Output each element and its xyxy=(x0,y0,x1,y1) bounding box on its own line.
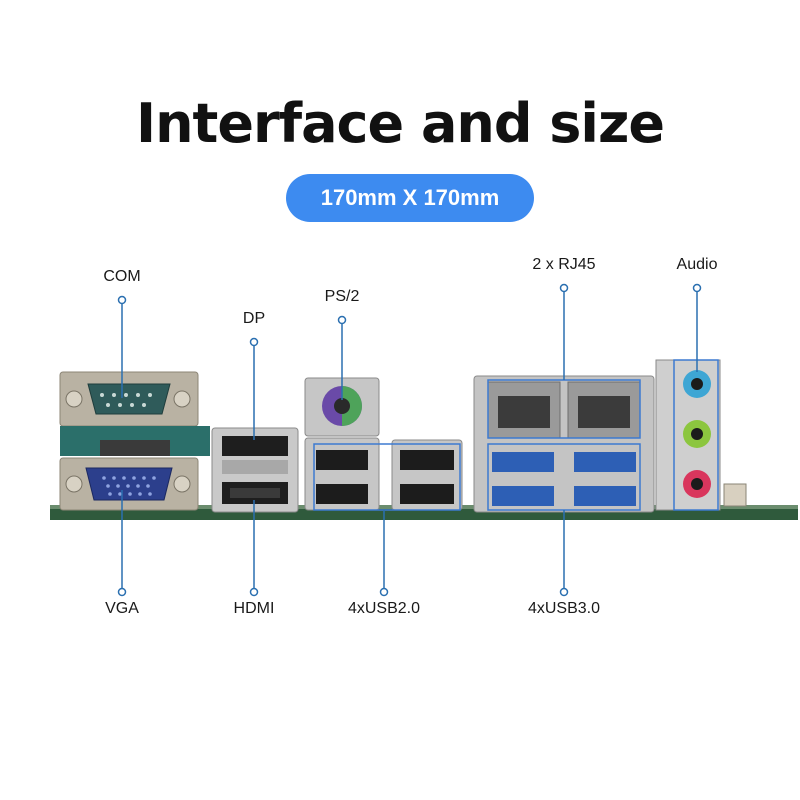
callout-lines xyxy=(117,283,702,597)
label-rj45: 2 x RJ45 xyxy=(532,256,596,273)
com-port xyxy=(59,371,210,456)
page-title: Interface and size xyxy=(135,92,665,155)
label-usb3: 4xUSB3.0 xyxy=(527,600,601,617)
label-ps2: PS/2 xyxy=(324,288,360,305)
size-badge: 170mm X 170mm xyxy=(286,174,534,222)
label-audio: Audio xyxy=(676,256,718,273)
label-vga: VGA xyxy=(105,600,139,617)
rj45-usb3-block xyxy=(473,375,655,513)
audio-jacks xyxy=(655,359,747,511)
vga-port xyxy=(59,457,199,511)
label-com: COM xyxy=(103,268,141,285)
label-usb2: 4xUSB2.0 xyxy=(347,600,421,617)
label-dp: DP xyxy=(242,310,266,327)
label-hdmi: HDMI xyxy=(233,600,275,617)
dp-hdmi-stack xyxy=(211,427,299,513)
usb2-ports xyxy=(304,437,463,511)
